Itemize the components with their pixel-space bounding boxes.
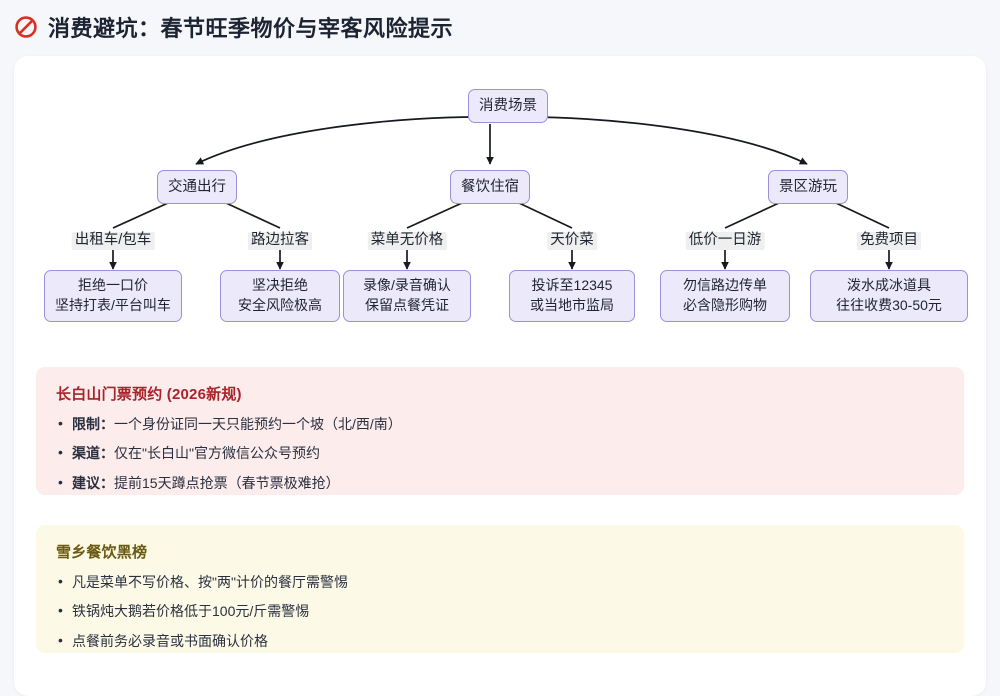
list-item-label: 限制： (72, 416, 114, 432)
list-item-text: 铁锅炖大鹅若价格低于100元/斤需警惕 (72, 603, 310, 620)
prohibit-icon (14, 15, 38, 39)
page-header: 消费避坑：春节旺季物价与宰客风险提示 (0, 0, 1000, 54)
flow-leaf-freeitem[interactable]: 泼水成冰道具 往往收费30-50元 (810, 270, 968, 322)
flow-edge-label-freeitem: 免费项目 (857, 232, 921, 250)
list-item-text: 仅在"长白山"官方微信公众号预约 (114, 445, 320, 462)
flow-node-dining[interactable]: 餐饮住宿 (450, 170, 530, 204)
flow-edge-label-nomenuprice: 菜单无价格 (367, 232, 447, 250)
flow-edge-label-skyhighdish: 天价菜 (547, 232, 597, 250)
flow-edge-label-cheaptour: 低价一日游 (685, 232, 765, 250)
list-item-label: 渠道： (72, 445, 114, 462)
flow-leaf-nomenuprice[interactable]: 录像/录音确认 保留点餐凭证 (343, 270, 471, 322)
list-item: 铁锅炖大鹅若价格低于100元/斤需警惕 (56, 600, 944, 621)
changbaishan-ticket-panel: 长白山门票预约 (2026新规) 限制：一个身份证同一天只能预约一个坡（北/西/… (36, 367, 964, 495)
content-card: 消费场景 交通出行 餐饮住宿 景区游玩 出租车/包车 路边拉客 菜单无价格 天价… (14, 56, 986, 696)
flow-leaf-taxi[interactable]: 拒绝一口价 坚持打表/平台叫车 (44, 270, 182, 322)
panel-list-xuexiang: 凡是菜单不写价格、按"两"计价的餐厅需警惕 铁锅炖大鹅若价格低于100元/斤需警… (56, 571, 944, 651)
list-item-text: 提前15天蹲点抢票（春节票极难抢） (114, 474, 340, 491)
xuexiang-blacklist-panel: 雪乡餐饮黑榜 凡是菜单不写价格、按"两"计价的餐厅需警惕 铁锅炖大鹅若价格低于1… (36, 525, 964, 653)
screenshot-root: 消费避坑：春节旺季物价与宰客风险提示 (0, 0, 1000, 660)
list-item-text: 一个身份证同一天只能预约一个坡（北/西/南） (114, 416, 402, 432)
consumption-flowchart: 消费场景 交通出行 餐饮住宿 景区游玩 出租车/包车 路边拉客 菜单无价格 天价… (14, 56, 986, 356)
flow-node-root[interactable]: 消费场景 (468, 89, 548, 123)
flow-node-scenic[interactable]: 景区游玩 (768, 170, 848, 204)
flow-leaf-roadside[interactable]: 坚决拒绝 安全风险极高 (220, 270, 340, 322)
flow-leaf-skyhighdish[interactable]: 投诉至12345 或当地市监局 (509, 270, 635, 322)
flow-leaf-cheaptour[interactable]: 勿信路边传单 必含隐形购物 (660, 270, 790, 322)
list-item: 建议：提前15天蹲点抢票（春节票极难抢） (56, 472, 944, 493)
flow-edge-label-taxi: 出租车/包车 (71, 232, 155, 250)
panel-list-changbaishan: 限制：一个身份证同一天只能预约一个坡（北/西/南） 渠道：仅在"长白山"官方微信… (56, 413, 944, 493)
flow-edge-label-roadside: 路边拉客 (248, 232, 312, 250)
list-item-text: 点餐前务必录音或书面确认价格 (72, 632, 268, 649)
flow-node-transport[interactable]: 交通出行 (157, 170, 237, 204)
list-item: 凡是菜单不写价格、按"两"计价的餐厅需警惕 (56, 571, 944, 592)
list-item: 限制：一个身份证同一天只能预约一个坡（北/西/南） (56, 413, 944, 434)
flowchart-edges (109, 116, 893, 270)
list-item-text: 凡是菜单不写价格、按"两"计价的餐厅需警惕 (72, 574, 348, 590)
list-item: 渠道：仅在"长白山"官方微信公众号预约 (56, 442, 944, 463)
list-item: 点餐前务必录音或书面确认价格 (56, 630, 944, 651)
page-title: 消费避坑：春节旺季物价与宰客风险提示 (48, 16, 454, 41)
panel-title-changbaishan: 长白山门票预约 (2026新规) (56, 386, 242, 403)
panel-title-xuexiang: 雪乡餐饮黑榜 (56, 544, 148, 561)
list-item-label: 建议： (72, 474, 114, 491)
